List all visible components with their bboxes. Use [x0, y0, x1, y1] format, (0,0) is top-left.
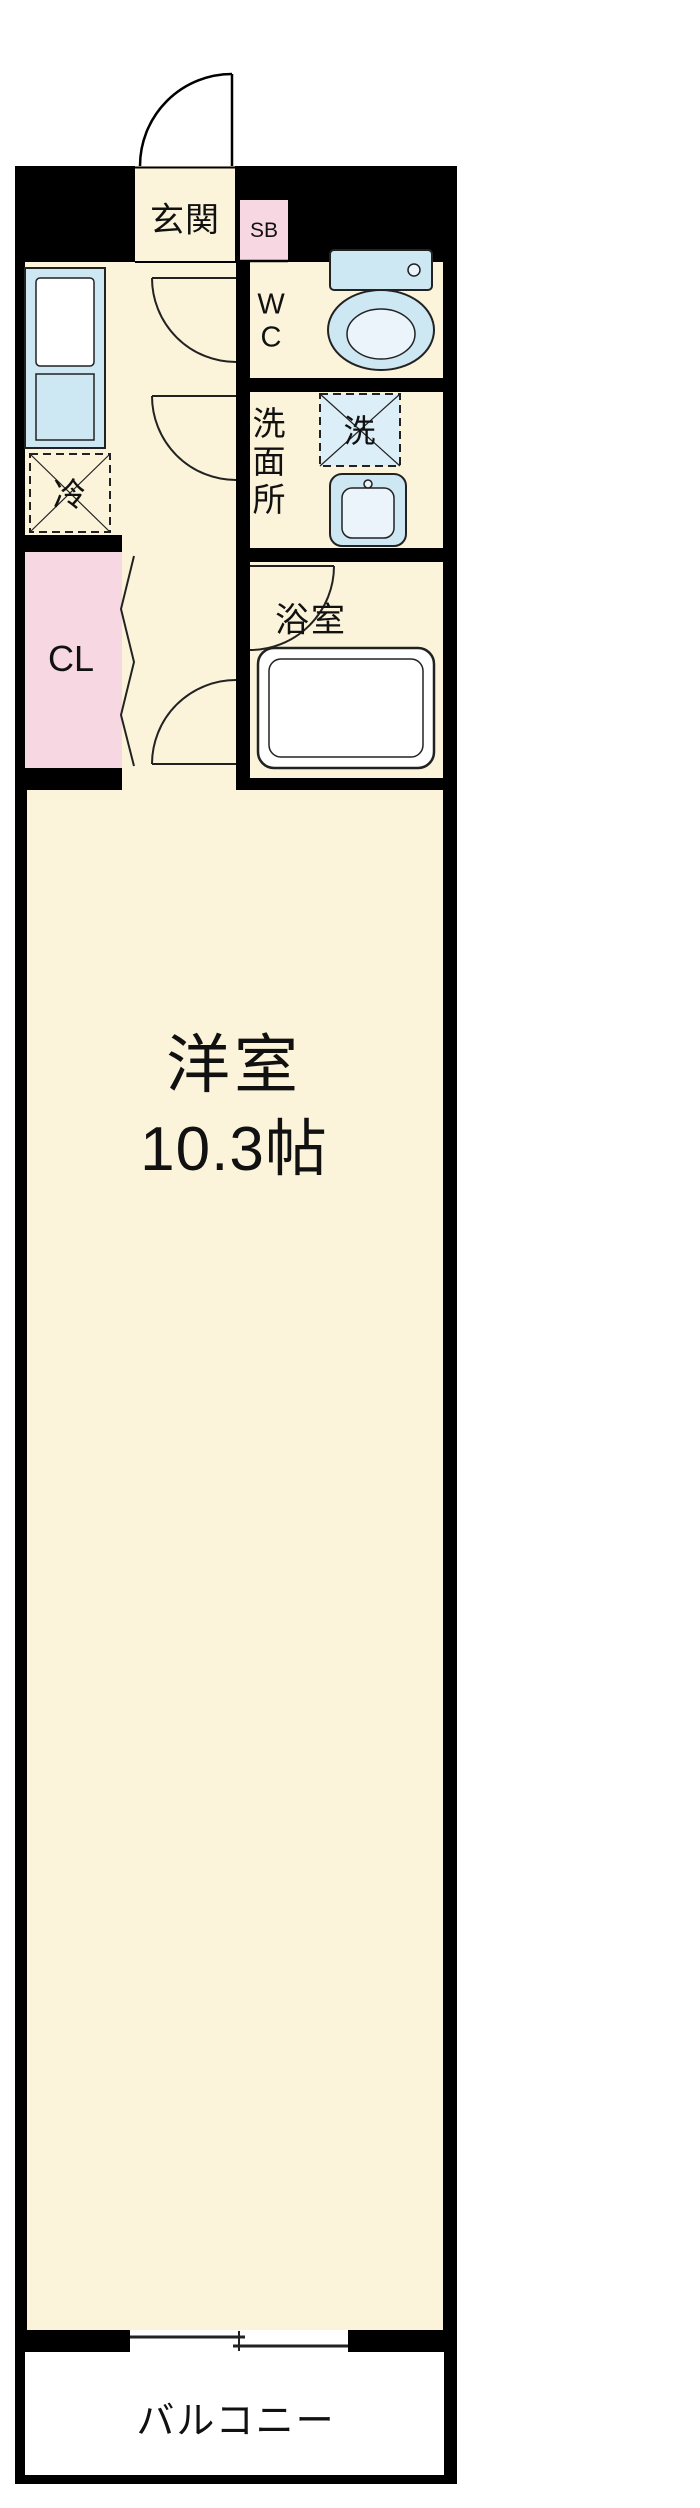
wall [250, 548, 443, 562]
closet-label: CL [47, 638, 95, 679]
wall [443, 262, 457, 790]
shoe-box-label: SB [249, 219, 279, 242]
main-room-label: 洋室 [166, 1029, 302, 1101]
wall [288, 200, 457, 262]
wall [15, 535, 122, 552]
wall [348, 2330, 457, 2352]
washroom-label: 洗 面 所 [252, 405, 286, 518]
wall [250, 778, 443, 790]
corridor-lower [122, 535, 236, 790]
wall [15, 790, 27, 2352]
genkan-label: 玄関 [150, 201, 220, 240]
genkan-room [135, 166, 235, 262]
shoe-box [240, 200, 288, 262]
wall [15, 166, 135, 262]
sliding-window-icon [130, 2331, 348, 2351]
balcony-area [15, 2352, 457, 2484]
wall [235, 166, 457, 200]
wall [236, 262, 250, 790]
balcony-label: バルコニー [136, 2400, 336, 2443]
wall [15, 262, 25, 790]
wall [443, 790, 457, 2352]
wc-label: W C [257, 288, 285, 354]
refrigerator-label: 冷 [53, 476, 87, 513]
main-room-size-label: 10.3帖 [140, 1115, 328, 1184]
washer-label: 洗 [343, 413, 377, 449]
wall [235, 200, 240, 262]
bathroom-label: 浴室 [275, 601, 347, 640]
wall [15, 2330, 130, 2352]
wall [15, 768, 122, 790]
wall [250, 378, 443, 392]
closet-room [25, 552, 122, 768]
main-room [27, 790, 443, 2330]
